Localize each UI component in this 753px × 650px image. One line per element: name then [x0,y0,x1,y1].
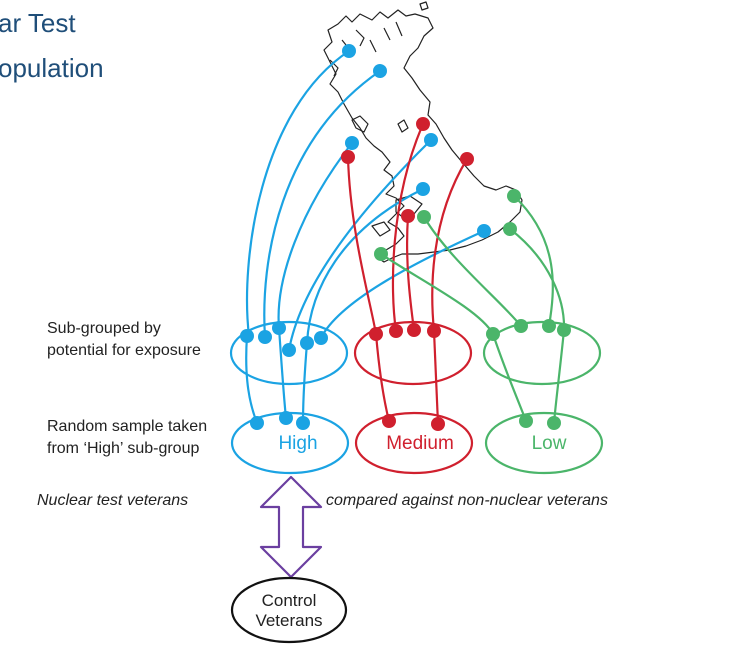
map-dots-high [342,44,491,238]
medium-connections [346,123,468,425]
low-subgroup-ellipse [482,320,602,386]
sample-dots-medium [382,414,445,431]
subgroup-dots-high [240,321,328,357]
medium-sample-ellipse [354,411,474,475]
subgroup-dots-low [486,319,571,341]
high-label: High [278,433,317,454]
map-dots-low [374,189,521,261]
control-veterans-ellipse [230,576,348,644]
title-line-2: opulation [0,53,104,83]
low-sample-ellipse [484,411,604,475]
medium-label: Medium [386,433,454,454]
low-label: Low [532,433,567,454]
compared-against-caption: compared against non-nuclear veterans [326,492,608,509]
comparison-double-arrow [259,475,323,579]
high-connections [245,50,485,424]
control-label-line2: Veterans [255,611,322,630]
control-label-line1: Control [262,591,317,610]
medium-subgroup-ellipse [353,320,473,386]
subgrouped-label: Sub-grouped by potential for exposure [47,320,201,359]
subgroup-dots-medium [369,323,441,341]
random-sample-label: Random sample taken from ‘High’ sub-grou… [47,418,208,457]
high-subgroup-ellipse [229,320,349,386]
title-line-1: ar Test [0,8,76,38]
map-dots-medium [341,117,474,223]
nuclear-veterans-caption: Nuclear test veterans [37,492,189,509]
sample-dots-low [519,414,561,430]
low-connections [380,195,566,424]
sample-dots-high [250,411,310,430]
